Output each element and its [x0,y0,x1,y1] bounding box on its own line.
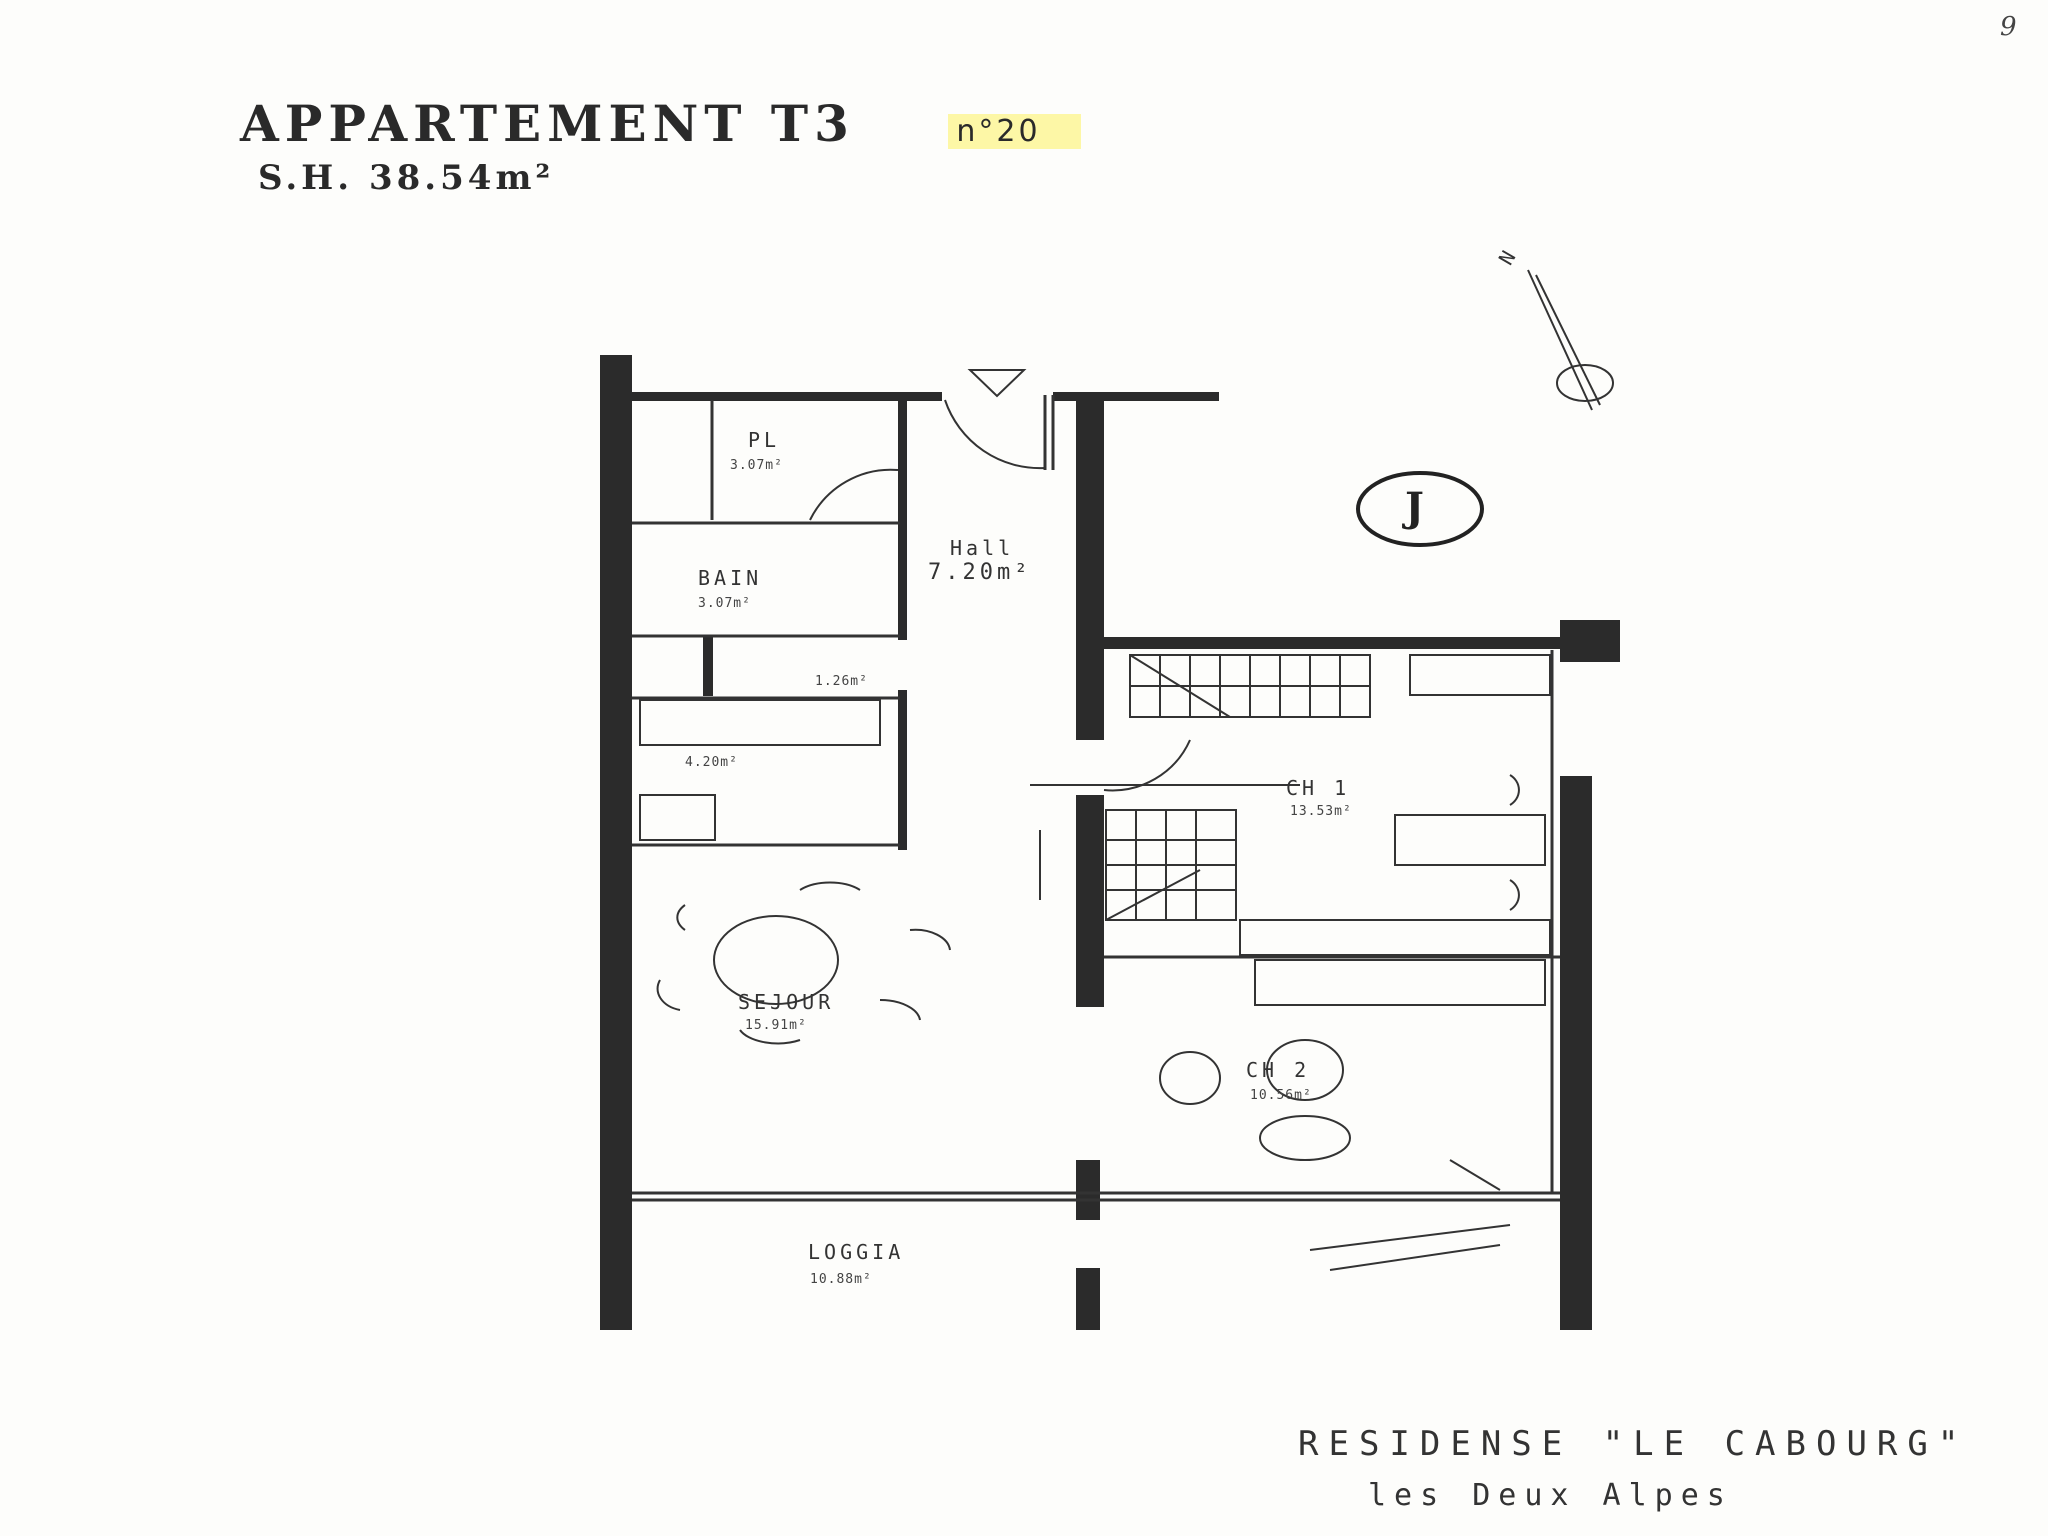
room-label-ch2: CH 2 [1246,1058,1311,1082]
room-area-loggia: 10.88m² [810,1272,872,1287]
exterior-walls [600,355,1620,1330]
room-area-ch2: 10.56m² [1250,1088,1312,1103]
entry-arrow [967,369,1027,398]
room-area-wc: 1.26m² [815,674,868,689]
room-area-pl: 3.07m² [730,458,783,473]
room-label-bain: BAIN [698,566,763,590]
staircase-ch1 [1105,654,1371,921]
interior-walls [630,392,1560,1330]
residence-text: RESIDENSE "LE CABOURG" [1298,1424,1969,1464]
stamp [1356,471,1484,547]
doors [809,399,1191,792]
compass [1527,269,1614,411]
room-area-hall: 7.20m² [928,560,1032,585]
apartment-number: n°20 [948,114,1081,149]
room-area-cuisine: 4.20m² [685,755,738,770]
room-label-hall: Hall [950,536,1015,560]
thin-partitions [632,395,1560,1202]
stamp-letter: J [1405,484,1424,531]
city-name: les Deux Alpes [1368,1478,1733,1513]
room-area-sejour: 15.91m² [745,1018,807,1033]
room-area-bain: 3.07m² [698,596,751,611]
apartment-type: APPARTEMENT T3 [240,94,855,153]
room-label-pl: PL [748,428,781,452]
room-label-loggia: LOGGIA [808,1240,905,1264]
plan-title: APPARTEMENT T3 n°20 [240,94,1081,153]
furniture [639,654,1551,1271]
room-area-ch1: 13.53m² [1290,804,1352,819]
surface-area: S.H. 38.54m² [258,158,555,198]
page-number: 9 [2000,12,2017,42]
room-label-sejour: SEJOUR [738,990,835,1014]
room-label-ch1: CH 1 [1286,776,1351,800]
residence-name: RESIDENSE "LE CABOURG" [1298,1424,1968,1464]
